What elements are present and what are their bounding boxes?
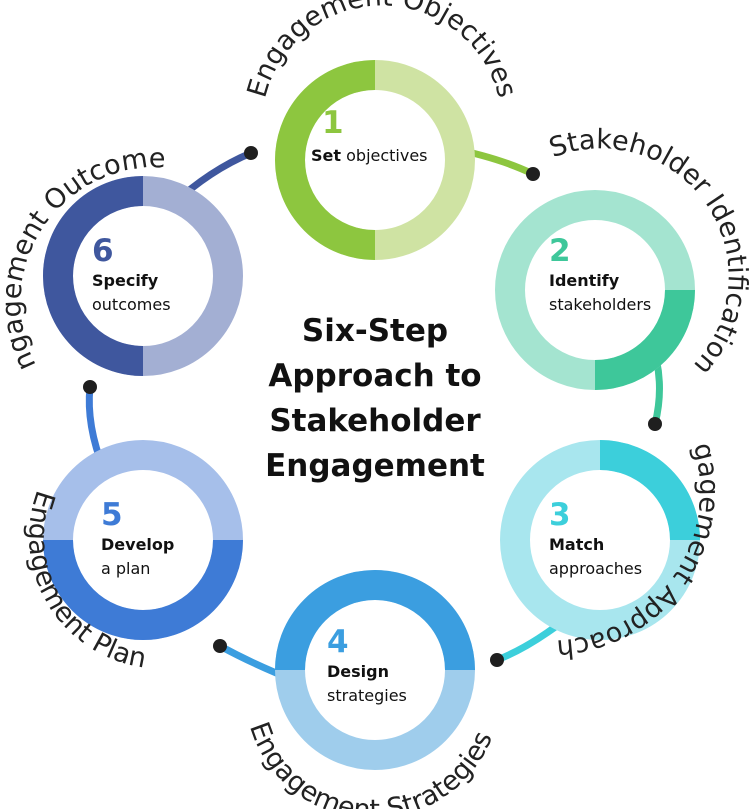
step-1-ring-dark: [275, 60, 376, 260]
step-4-ring-dark: [275, 570, 475, 671]
step-2-number: 2: [549, 233, 571, 269]
step-6-ring-dark: [43, 176, 144, 376]
step-2-bold: Identify: [549, 271, 620, 290]
title-line-2: Approach to: [268, 358, 481, 394]
step-4-number: 4: [327, 624, 349, 660]
step-5-bold: Develop: [101, 535, 174, 554]
title-line-1: Six-Step: [302, 313, 448, 349]
title-line-3: Stakeholder: [269, 403, 481, 439]
connector-dot-2: [648, 417, 662, 431]
step-5-ring-dark: [43, 539, 243, 640]
step-5-rest: a plan: [101, 559, 150, 578]
diagram-title: Six-Step Approach to Stakeholder Engagem…: [265, 313, 485, 484]
step-3-rest: approaches: [549, 559, 642, 578]
connector-dot-6: [244, 146, 258, 160]
connector-dot-4: [213, 639, 227, 653]
step-4-rest: strategies: [327, 686, 407, 705]
step-2-rest: stakeholders: [549, 295, 651, 314]
connector-dot-1: [526, 167, 540, 181]
connector-dot-3: [490, 653, 504, 667]
step-3-ring-dark: [599, 440, 700, 541]
step-2-ring-dark: [594, 289, 695, 390]
step-1-rest: objectives: [341, 146, 427, 165]
step-1-bold: Set: [311, 146, 341, 165]
step-6-bold: Specify: [92, 271, 159, 290]
step-1-number: 1: [322, 105, 344, 141]
step-6-rest: outcomes: [92, 295, 171, 314]
step-4-bold: Design: [327, 662, 389, 681]
step-3-number: 3: [549, 497, 571, 533]
step-6-number: 6: [92, 233, 114, 269]
step-1-text: Set objectives: [311, 146, 428, 165]
step-5-number: 5: [101, 497, 123, 533]
title-line-4: Engagement: [265, 448, 485, 484]
connector-dot-5: [83, 380, 97, 394]
step-3-bold: Match: [549, 535, 604, 554]
